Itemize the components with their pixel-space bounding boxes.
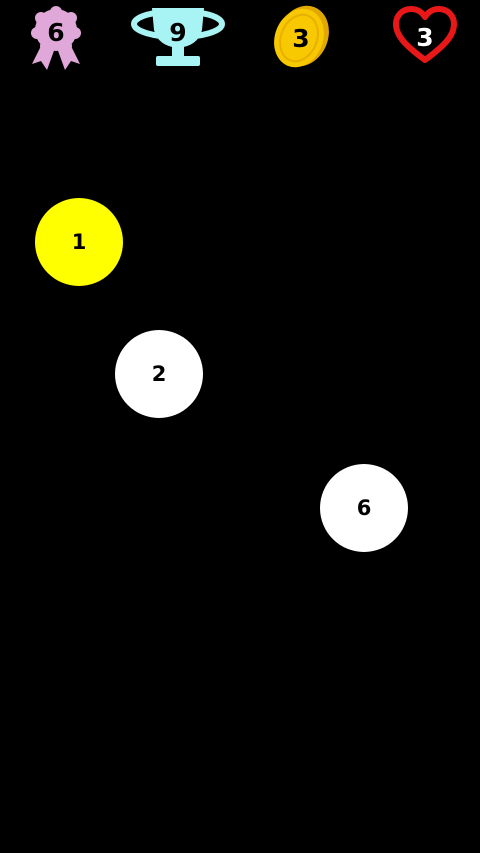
heart-icon <box>393 6 457 63</box>
rank-counter: 6 <box>28 4 84 72</box>
rosette-badge-icon <box>31 6 81 70</box>
lives-counter: 3 <box>392 4 458 66</box>
status-bar: 6 9 3 3 <box>0 0 480 80</box>
ball-6[interactable]: 6 <box>320 464 408 552</box>
ball-1[interactable]: 1 <box>35 198 123 286</box>
rank-value: 6 <box>47 18 65 47</box>
trophy-value: 9 <box>169 18 187 47</box>
coin-value: 3 <box>292 24 310 53</box>
game-playfield: 1 2 6 <box>0 80 480 853</box>
trophy-counter: 9 <box>130 4 226 70</box>
ball-2-label: 2 <box>151 361 167 386</box>
trophy-icon <box>131 8 225 66</box>
coin-icon <box>274 5 329 68</box>
lives-value: 3 <box>416 23 434 52</box>
coin-counter: 3 <box>270 4 332 70</box>
ball-1-label: 1 <box>71 229 87 254</box>
ball-2[interactable]: 2 <box>115 330 203 418</box>
ball-6-label: 6 <box>356 495 372 520</box>
